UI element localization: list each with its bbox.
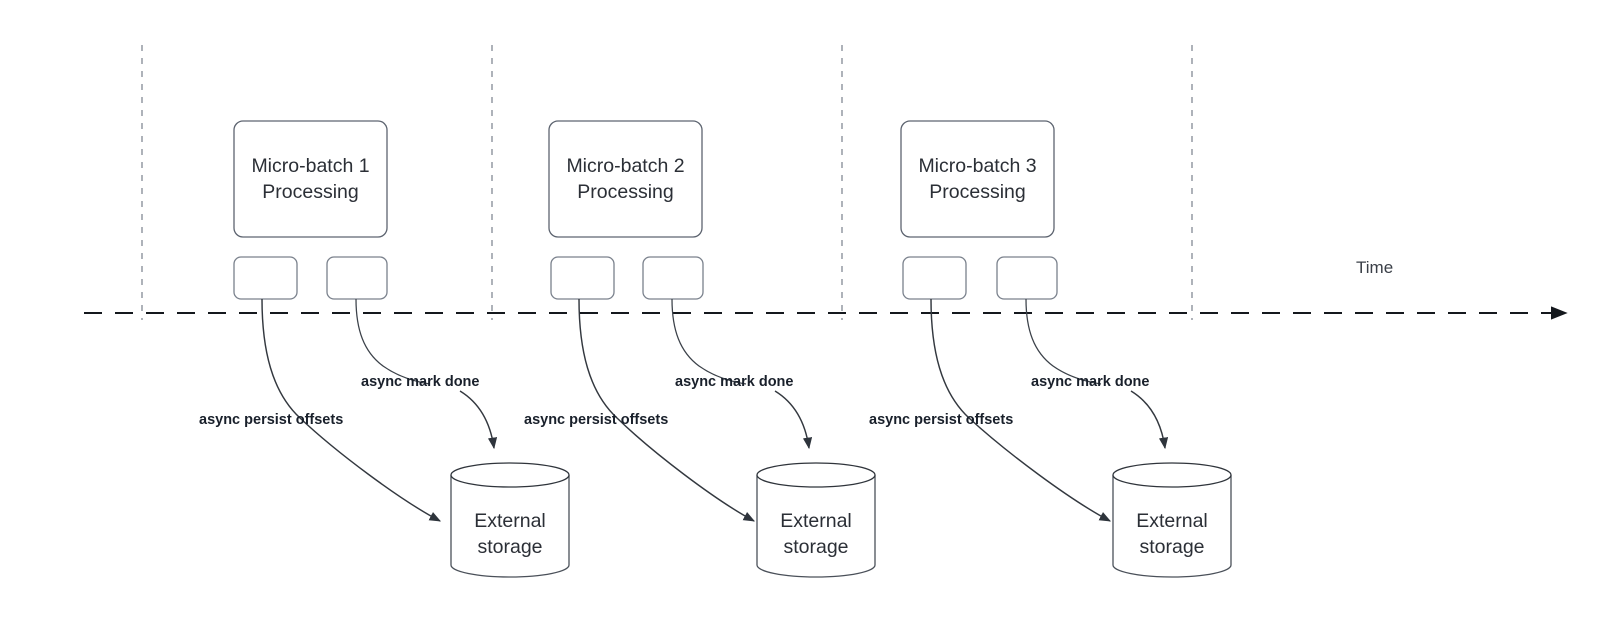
mark-done-label-2: async mark done <box>675 374 793 390</box>
mark-done-label-3: async mark done <box>1031 374 1149 390</box>
micro-batch-2-processing-box[interactable] <box>548 120 703 238</box>
persist-offsets-curve-3 <box>930 298 1112 522</box>
persist-offsets-task-1-box[interactable] <box>233 256 298 300</box>
mark-done-task-3-box[interactable] <box>996 256 1058 300</box>
mark-done-curve-3 <box>1025 298 1102 385</box>
external-storage-3-label-line1: External <box>1136 510 1208 532</box>
micro-batch-group-3: Micro-batch 3 Processing async mark done… <box>869 120 1232 578</box>
persist-offsets-label-2: async persist offsets <box>524 412 668 428</box>
micro-batch-2-label-line2: Processing <box>577 181 673 203</box>
external-storage-2-label-line1: External <box>780 510 852 532</box>
persist-offsets-curve-2 <box>578 298 756 522</box>
micro-batch-3-label-line2: Processing <box>929 181 1025 203</box>
micro-batch-group-2: Micro-batch 2 Processing async mark done… <box>524 120 876 578</box>
micro-batch-1-label-line1: Micro-batch 1 <box>251 155 369 177</box>
micro-batch-3-label-line1: Micro-batch 3 <box>918 155 1036 177</box>
external-storage-1-top <box>450 462 570 488</box>
mark-done-arrow-2 <box>774 390 813 450</box>
external-storage-3-top <box>1112 462 1232 488</box>
external-storage-2[interactable]: External storage <box>756 462 876 578</box>
persist-offsets-curve-1 <box>261 298 442 522</box>
mark-done-arrow-1 <box>459 390 498 450</box>
external-storage-1-label-line2: storage <box>477 536 542 558</box>
persist-offsets-task-2-box[interactable] <box>550 256 615 300</box>
mark-done-curve-1 <box>355 298 431 385</box>
external-storage-2-label-line2: storage <box>783 536 848 558</box>
external-storage-1[interactable]: External storage <box>450 462 570 578</box>
mark-done-arrow-3 <box>1130 390 1169 450</box>
mark-done-curve-2 <box>671 298 747 385</box>
external-storage-3-body <box>1112 475 1232 578</box>
persist-offsets-task-3-box[interactable] <box>902 256 967 300</box>
micro-batch-1-processing-box[interactable] <box>233 120 388 238</box>
mark-done-task-2-box[interactable] <box>642 256 704 300</box>
time-axis-label: Time <box>1356 258 1393 277</box>
persist-offsets-label-3: async persist offsets <box>869 412 1013 428</box>
external-storage-2-top <box>756 462 876 488</box>
micro-batch-3-processing-box[interactable] <box>900 120 1055 238</box>
external-storage-2-body <box>756 475 876 578</box>
external-storage-3-label-line2: storage <box>1139 536 1204 558</box>
mark-done-label-1: async mark done <box>361 374 479 390</box>
micro-batch-2-label-line1: Micro-batch 2 <box>566 155 684 177</box>
external-storage-3[interactable]: External storage <box>1112 462 1232 578</box>
mark-done-task-1-box[interactable] <box>326 256 388 300</box>
persist-offsets-label-1: async persist offsets <box>199 412 343 428</box>
external-storage-1-body <box>450 475 570 578</box>
micro-batch-1-label-line2: Processing <box>262 181 358 203</box>
external-storage-1-label-line1: External <box>474 510 546 532</box>
micro-batch-group-1: Micro-batch 1 Processing async mark done… <box>199 120 570 578</box>
